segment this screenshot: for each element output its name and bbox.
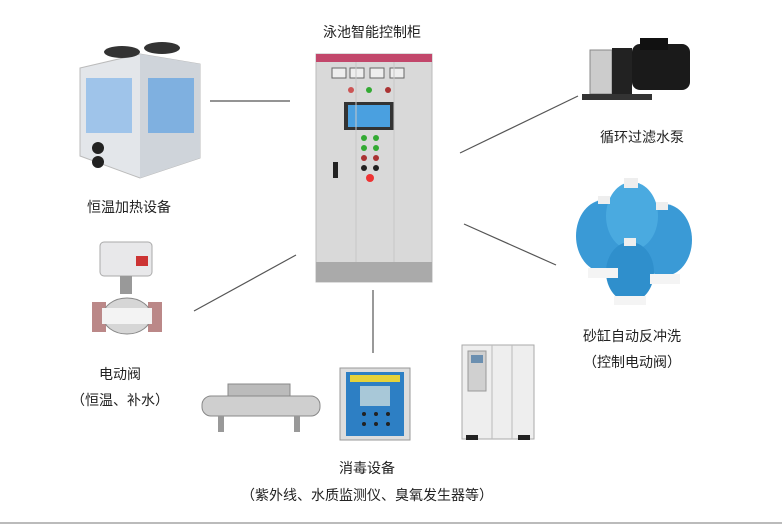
heater-label: 恒温加热设备 bbox=[87, 200, 171, 216]
control-cabinet-image bbox=[315, 53, 433, 283]
sand-filter-label: 砂缸自动反冲洗 bbox=[583, 329, 681, 345]
disinfection-sublabel: （紫外线、水质监测仪、臭氧发生器等） bbox=[241, 488, 493, 504]
uv-sterilizer-image bbox=[201, 383, 321, 432]
valve-label: 电动阀 bbox=[99, 367, 141, 383]
sand-filter-image bbox=[576, 178, 692, 305]
heater-image bbox=[79, 42, 201, 179]
line-filter bbox=[463, 223, 557, 266]
valve-sublabel: （恒温、补水） bbox=[71, 393, 169, 409]
pump-image bbox=[582, 38, 690, 100]
sand-filter-sublabel: （控制电动阀） bbox=[583, 355, 681, 371]
ozone-generator-image bbox=[461, 344, 535, 440]
disinfection-label: 消毒设备 bbox=[339, 461, 395, 477]
line-valve bbox=[193, 254, 297, 312]
control-cabinet-title: 泳池智能控制柜 bbox=[323, 25, 421, 41]
water-quality-monitor-image bbox=[339, 367, 411, 441]
line-pump bbox=[459, 95, 579, 154]
pump-label: 循环过滤水泵 bbox=[600, 130, 684, 146]
electric-valve-image bbox=[92, 241, 162, 335]
